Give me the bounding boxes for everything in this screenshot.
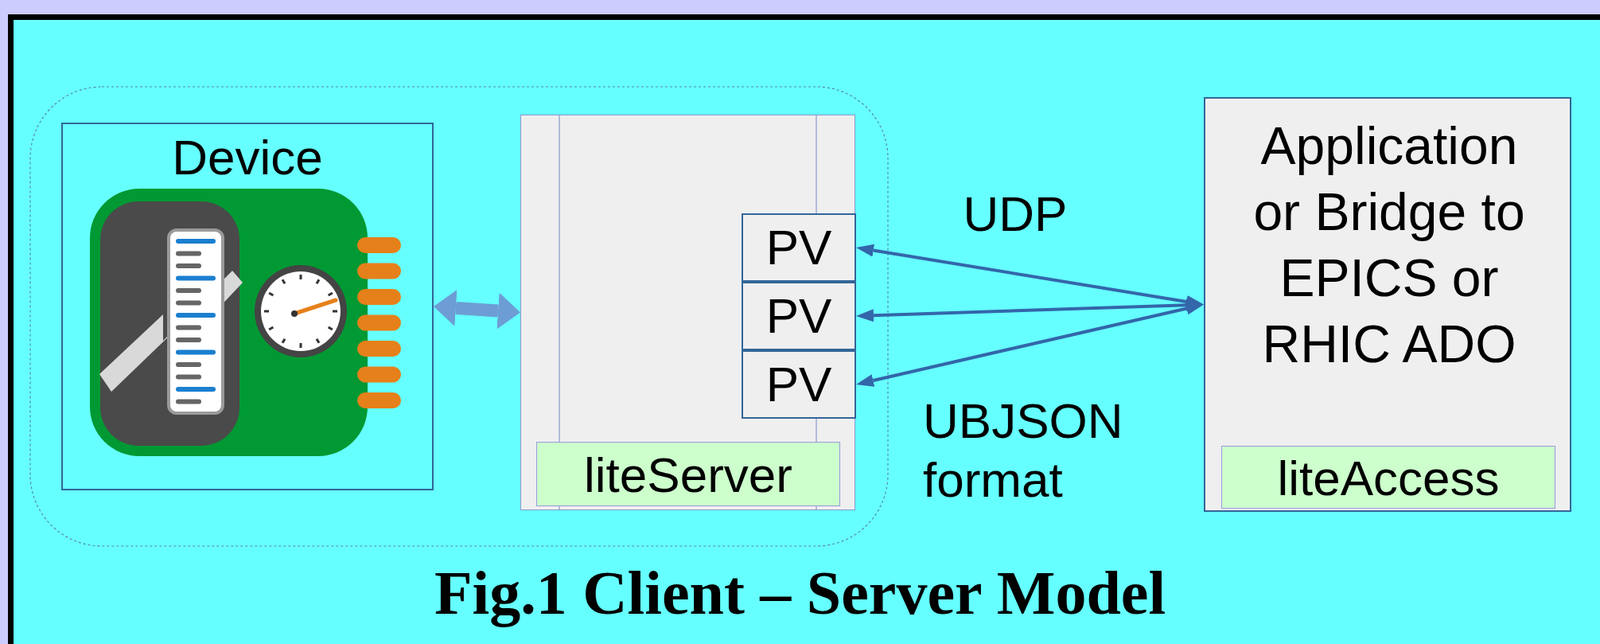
gauge-tick: [264, 310, 269, 313]
pin: [357, 315, 401, 331]
gauge-needle: [294, 299, 336, 314]
gauge-tick: [332, 310, 338, 313]
ruler-tick: [178, 263, 199, 269]
gauge-tick: [282, 279, 285, 284]
application-title: Application or Bridge to EPICS or RHIC A…: [1245, 112, 1533, 378]
application-box: Application or Bridge to EPICS or RHIC A…: [1203, 97, 1572, 512]
server-box: liteServer PV PV PV: [520, 114, 856, 510]
udp-arrow: [873, 250, 1188, 302]
ruler-tick: [178, 312, 214, 318]
gauge-tick: [268, 292, 273, 296]
figure-caption: Fig.1 Client – Server Model: [0, 555, 1600, 631]
pin: [357, 392, 401, 409]
pv-box: PV: [741, 281, 857, 351]
device-box: Device: [61, 122, 434, 491]
pv-box: PV: [741, 350, 857, 419]
pin: [357, 263, 401, 280]
ruler-tick: [178, 374, 199, 380]
pv-name: PV: [766, 287, 833, 344]
gauge-tick: [299, 342, 303, 348]
gauge-tick: [316, 279, 320, 284]
pin: [357, 288, 401, 305]
pin: [357, 366, 401, 383]
pv-name: PV: [766, 218, 833, 276]
server-box-fill: [520, 114, 856, 510]
ruler-tick: [178, 276, 214, 281]
udp-arrow: [873, 304, 1187, 316]
gauge-ticks: [264, 274, 338, 348]
ruler: [168, 229, 223, 413]
server-name: liteServer: [536, 441, 841, 507]
access-name: liteAccess: [1221, 445, 1556, 509]
board: [89, 188, 368, 456]
ruler-tick: [178, 288, 199, 293]
ruler-tick: [178, 337, 199, 343]
protocol-label: UDP: [955, 184, 1075, 244]
ruler-tick: [178, 325, 199, 331]
pins: [357, 237, 401, 409]
ruler-tick: [178, 238, 214, 244]
pin: [357, 237, 401, 254]
format-label: UBJSON format: [922, 391, 1162, 510]
gauge-hub: [291, 310, 298, 317]
gauge-tick: [268, 327, 273, 330]
device-picture: [89, 188, 401, 456]
ruler-tick: [178, 386, 214, 392]
gauge-face: [260, 271, 341, 351]
gauge-tick: [328, 327, 333, 330]
gauge-tick: [282, 338, 285, 343]
pv-name: PV: [766, 355, 833, 413]
ruler-tick: [178, 362, 199, 367]
ruler-tick: [178, 399, 199, 405]
gauge-tick: [328, 292, 333, 296]
ruler-tick: [178, 350, 214, 355]
link-arrow: [455, 307, 499, 312]
gauge-tick: [299, 274, 303, 280]
gauge-rim: [254, 264, 347, 358]
ruler-tick: [178, 300, 199, 306]
pv-box: PV: [741, 213, 857, 282]
board-chip: [100, 201, 240, 446]
ruler-tick: [178, 251, 199, 257]
server-region: [30, 86, 888, 546]
pin: [357, 340, 401, 357]
ruler-ticks: [178, 241, 214, 402]
gauge-tick: [316, 338, 320, 343]
udp-arrow: [872, 307, 1187, 381]
device-title: Device: [62, 128, 433, 186]
